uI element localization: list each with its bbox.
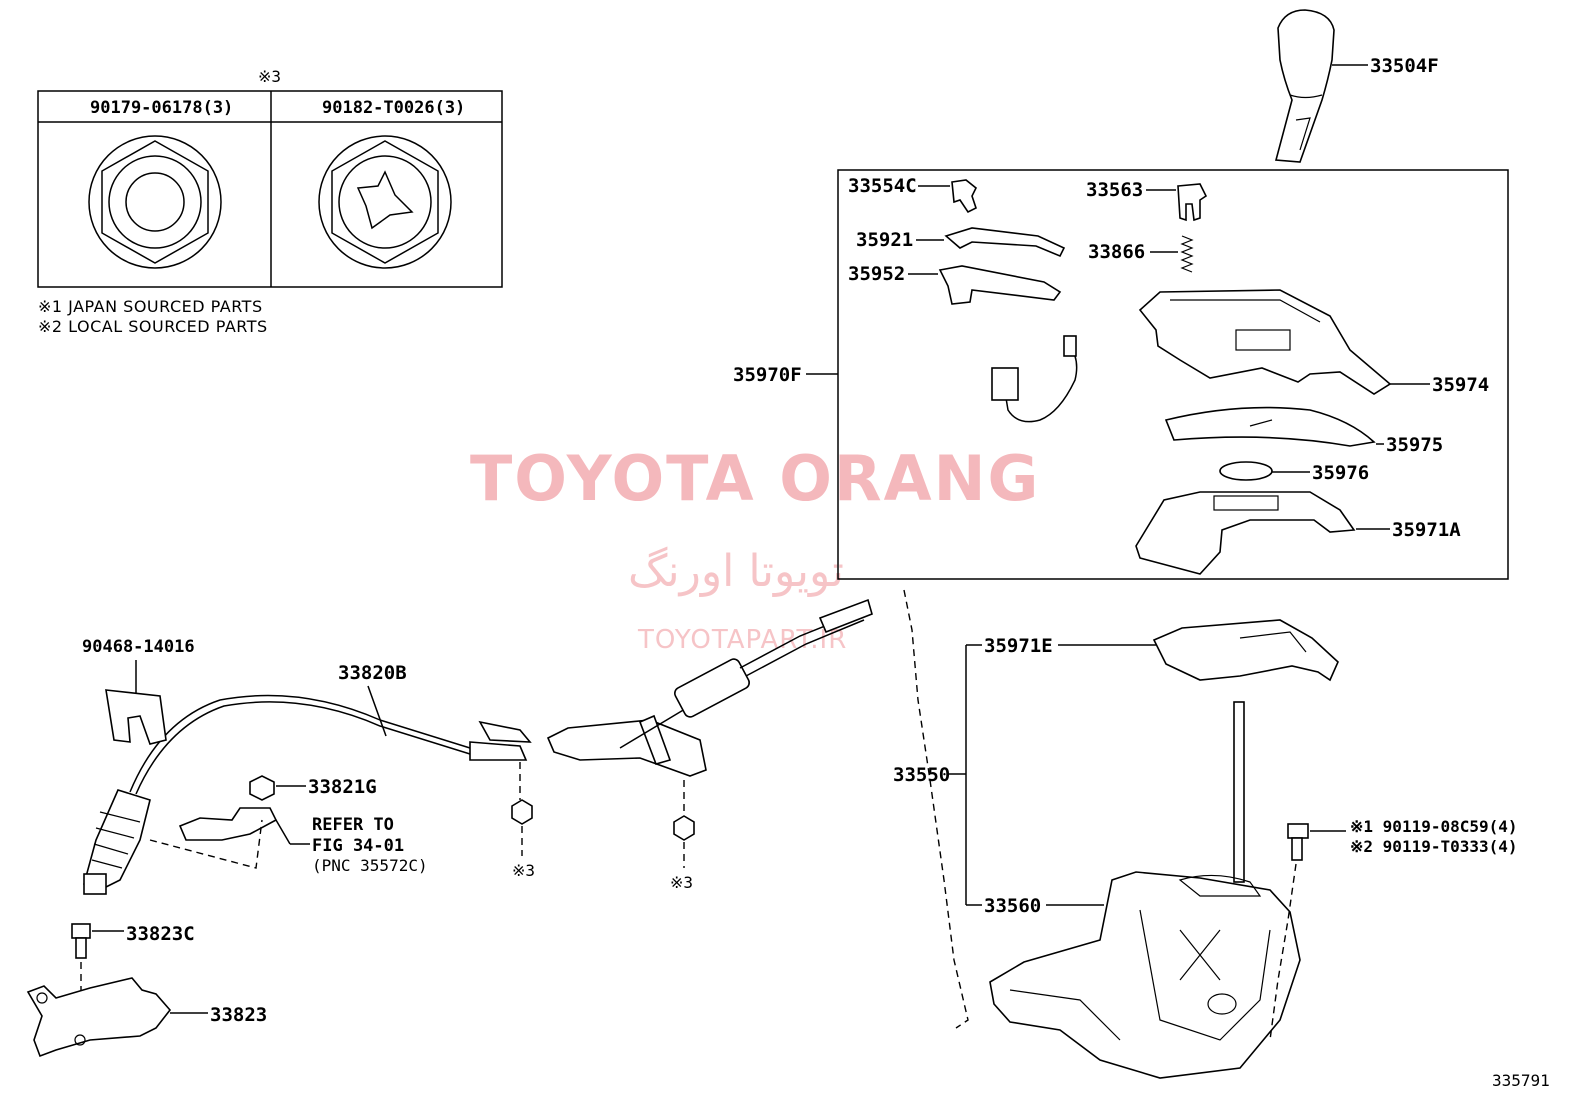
wire-harness-illustration	[991, 335, 1078, 423]
spring-part	[1180, 235, 1194, 273]
shift-knob-illustration	[1274, 9, 1368, 163]
label-bolt-jp: ※1 90119-08C59(4)	[1350, 817, 1518, 836]
refer-line2: FIG 34-01	[312, 836, 404, 856]
bracket-33823	[26, 977, 172, 1058]
part-35921	[944, 227, 1066, 258]
nut-mark3-left	[511, 799, 533, 825]
label-33823: 33823	[210, 1004, 267, 1026]
label-35975: 35975	[1386, 434, 1443, 456]
lens-part	[1219, 461, 1273, 481]
label-33563: 33563	[1086, 179, 1143, 201]
label-33554C: 33554C	[848, 175, 917, 197]
fastener-table: ※3 90179-06178(3) 90182-T0026(3)	[37, 67, 503, 288]
shift-lever-base-illustration	[989, 701, 1301, 1079]
refer-line1: REFER TO	[312, 815, 394, 835]
watermark-persian: تویوتا اورنگ	[628, 546, 844, 597]
watermark-title: TOYOTA ORANG	[470, 442, 1040, 515]
label-bolt-local: ※2 90119-T0333(4)	[1350, 837, 1518, 856]
slide-plate-illustration	[1164, 406, 1376, 447]
pin-part	[1177, 183, 1208, 222]
cover-35971E-illustration	[1152, 619, 1339, 682]
table-col2: 90182-T0026(3)	[322, 98, 465, 118]
cover-part	[951, 179, 978, 214]
label-35970F: 35970F	[733, 364, 802, 386]
label-35974: 35974	[1432, 374, 1489, 396]
note-japan: ※1 JAPAN SOURCED PARTS	[38, 297, 263, 316]
label-33820B: 33820B	[338, 662, 407, 684]
illustration-number: 335791	[1492, 1071, 1550, 1090]
cover-35971A-illustration	[1135, 491, 1356, 575]
table-mark: ※3	[258, 67, 281, 86]
label-33866: 33866	[1088, 241, 1145, 263]
label-33560: 33560	[984, 895, 1041, 917]
label-35971E: 35971E	[984, 635, 1053, 657]
label-33504F: 33504F	[1370, 55, 1439, 77]
mark3-right: ※3	[670, 873, 693, 892]
label-90468-14016: 90468-14016	[82, 637, 195, 657]
label-35921: 35921	[856, 229, 913, 251]
cable-bracket-refer	[178, 807, 278, 841]
nut-33821G	[249, 775, 275, 801]
lock-nut-illustration	[318, 135, 452, 269]
shift-cable-illustration	[83, 598, 873, 895]
label-33823C: 33823C	[126, 923, 195, 945]
bolt-90119-illustration	[1287, 823, 1309, 861]
label-35976: 35976	[1312, 462, 1369, 484]
part-35952	[938, 265, 1062, 305]
bolt-33823C-illustration	[71, 923, 91, 959]
label-33821G: 33821G	[308, 776, 377, 798]
refer-line3: (PNC 35572C)	[312, 856, 428, 875]
label-35971A: 35971A	[1392, 519, 1461, 541]
clip-part	[105, 689, 167, 745]
nut-mark3-right	[673, 815, 695, 841]
mark3-left: ※3	[512, 861, 535, 880]
label-35952: 35952	[848, 263, 905, 285]
label-33550: 33550	[893, 764, 950, 786]
watermark-site: TOYOTAPART.IR	[637, 625, 847, 655]
hex-nut-illustration	[88, 135, 222, 269]
indicator-housing-illustration	[1138, 289, 1392, 395]
note-local: ※2 LOCAL SOURCED PARTS	[38, 317, 268, 336]
table-col1: 90179-06178(3)	[90, 98, 233, 118]
